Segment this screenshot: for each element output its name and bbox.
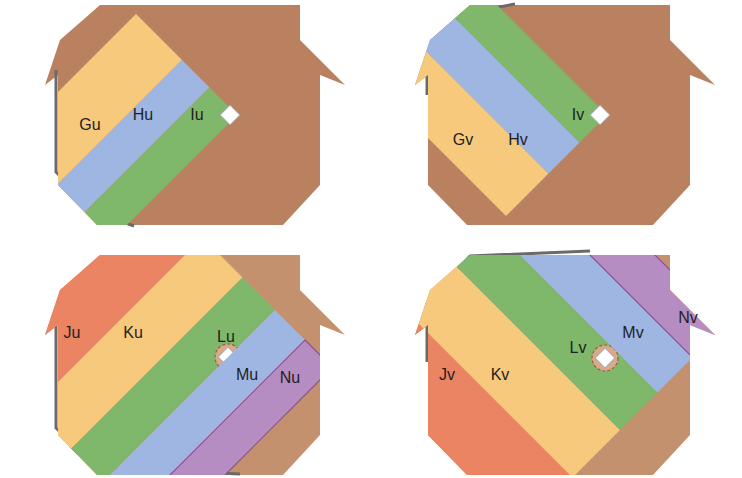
band-region: Iu [45,0,355,232]
band-fill [45,340,333,478]
band-label: Iu [190,107,203,123]
band-shape [45,250,355,478]
band-label: Hu [133,107,153,123]
band-label: Kv [491,367,510,383]
center-marker [220,105,240,125]
band-fill [415,250,725,358]
band-region: Mv [415,250,725,478]
band-fill [45,88,237,233]
band-region: Nu [45,250,355,478]
band-region: Nv [415,250,725,478]
band-fill [415,0,607,143]
band-label: Lu [217,329,235,345]
band-label: Nu [280,370,300,386]
band-shape [415,0,725,232]
band-label: Iv [572,107,584,123]
band-shape [415,250,725,478]
band-label: Gu [79,117,100,133]
band-label: Ju [64,325,81,341]
band-label: Hv [508,132,528,148]
band-label: Lv [570,340,587,356]
band-label: Mu [236,367,258,383]
band-label: Jv [439,367,455,383]
band-label: Gv [453,132,473,148]
band-region: Iv [415,0,725,232]
band-label: Ku [123,325,143,341]
band-shape [415,250,725,478]
band-label: Nv [678,310,698,326]
center-marker [590,105,610,125]
band-label: Mv [622,325,643,341]
